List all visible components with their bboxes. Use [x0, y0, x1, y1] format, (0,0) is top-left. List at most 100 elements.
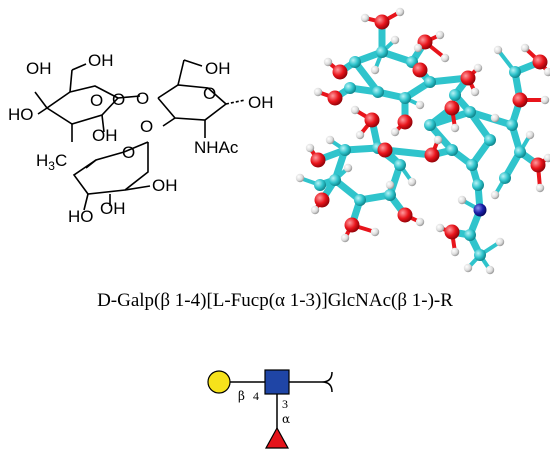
carbon-atom [376, 46, 388, 58]
oxygen-atom [344, 217, 360, 233]
oxygen-atom [397, 114, 413, 130]
chemical-labels: OH OH HO OH OH OH NHAc H3C OH HO OH O O … [8, 51, 274, 226]
hydrogen-atom [493, 45, 503, 55]
galactose-ring [34, 63, 141, 142]
hydrogen-atom [457, 195, 467, 205]
hydrogen-atom [525, 130, 535, 140]
hydrogen-atom [310, 205, 320, 215]
fucose-ring [72, 141, 151, 211]
oxygen-atom [310, 152, 326, 168]
carbon-atom [339, 144, 351, 156]
hydrogen-atom [415, 217, 425, 227]
gal-position-label: 4 [253, 389, 259, 403]
carbon-atom [484, 134, 496, 146]
fuc-methyl-label: H3C [36, 151, 67, 173]
fuc-oh2-label: OH [152, 176, 178, 195]
hydrogen-atom [495, 237, 505, 247]
nitrogen-atom [473, 203, 487, 217]
gal-ho3-label: HO [8, 105, 34, 124]
glcnac-square-symbol [264, 369, 290, 395]
carbon-atom [424, 76, 436, 88]
oxygen-atom [460, 70, 476, 86]
hydrogen-atom [490, 113, 500, 123]
hydrogen-atom [440, 53, 450, 63]
oxygen-atom [377, 142, 393, 158]
oxygen-atom [364, 112, 380, 128]
glc-oh6-label: OH [205, 59, 231, 78]
fucose-triangle-symbol [264, 426, 290, 449]
hydrogen-atom [413, 43, 423, 53]
glycan-name: D-Galp(β 1-4)[L-Fucp(α 1-3)]GlcNAc(β 1-)… [97, 290, 453, 311]
hydrogen-atom [343, 163, 353, 173]
carbon-atom [509, 66, 521, 78]
snfg-diagram: β 4 3 α [207, 369, 333, 449]
carbon-atom [424, 119, 436, 131]
gal-oh2-label: OH [92, 126, 118, 145]
hydrogen-atom [540, 95, 550, 105]
hydrogen-atom [435, 223, 445, 233]
carbon-atom [449, 89, 461, 101]
hydrogen-atom [323, 57, 333, 67]
glcnac-ring [157, 59, 246, 138]
carbon-atom [474, 249, 486, 261]
fuc-oh3-label: OH [100, 199, 126, 218]
fuc-ho4-label: HO [68, 207, 94, 226]
hydrogen-atom [370, 65, 380, 75]
oxygen-atom [397, 207, 413, 223]
carbon-atom [372, 86, 384, 98]
oxygen-atom [444, 100, 460, 116]
fuc-anomer-label: α [282, 412, 290, 426]
carbon-atom [499, 172, 511, 184]
gal-oh6-label: OH [88, 51, 114, 70]
oxygen-atom [374, 14, 390, 30]
hydrogen-atom [390, 35, 400, 45]
fuc-position-label: 3 [282, 397, 288, 411]
oxygen-atom [332, 64, 348, 80]
galactose-circle-symbol [207, 370, 231, 394]
glycosidic-oxygen-1-3: O [140, 117, 153, 136]
hydrogen-atom [325, 135, 335, 145]
oxygen-atom [424, 147, 440, 163]
carbon-atom [384, 189, 396, 201]
glc-ring-oxygen: O [203, 84, 216, 103]
hydrogen-atom [490, 190, 500, 200]
oxygen-atom [530, 157, 546, 173]
snfg-reducing-end-bracket [321, 371, 333, 393]
hydrogen-atom [435, 30, 445, 40]
hydrogen-atom [433, 135, 443, 145]
carbon-atom [399, 92, 411, 104]
hydrogen-atom [407, 177, 417, 187]
carbon-atom [314, 179, 326, 191]
hydrogen-atom [535, 183, 545, 193]
hydrogen-atom [415, 100, 425, 110]
hydrogen-atom [463, 263, 473, 273]
hydrogen-atom [543, 153, 550, 163]
gal-oh4-label: OH [26, 59, 52, 78]
hydrogen-atom [470, 87, 480, 97]
carbon-atom [349, 56, 361, 68]
glc-oh1-label: OH [248, 93, 274, 112]
oxygen-atom [327, 90, 343, 106]
carbon-atom [466, 159, 478, 171]
glycosidic-oxygen-1-4: O [112, 90, 125, 109]
glc-nhac-label: NHAc [194, 138, 239, 157]
glc-o4-label: O [136, 89, 149, 108]
gal-ring-oxygen: O [90, 91, 103, 110]
carbon-atom [464, 229, 476, 241]
fuc-ring-oxygen: O [122, 143, 135, 162]
hydrogen-atom [350, 105, 360, 115]
hydrogen-atom [385, 180, 395, 190]
hydrogen-atom [395, 7, 405, 17]
carbon-atom [446, 144, 458, 156]
carbon-atom [464, 106, 476, 118]
hydrogen-atom [485, 265, 495, 275]
hydrogen-atom [295, 173, 305, 183]
carbon-atom [506, 119, 518, 131]
chemical-structure-2d [34, 59, 246, 211]
carbon-atom [394, 159, 406, 171]
hydrogen-atom [450, 247, 460, 257]
hydrogen-atom [473, 63, 483, 73]
hydrogen-atom [355, 130, 365, 140]
oxygen-atom [532, 54, 548, 70]
